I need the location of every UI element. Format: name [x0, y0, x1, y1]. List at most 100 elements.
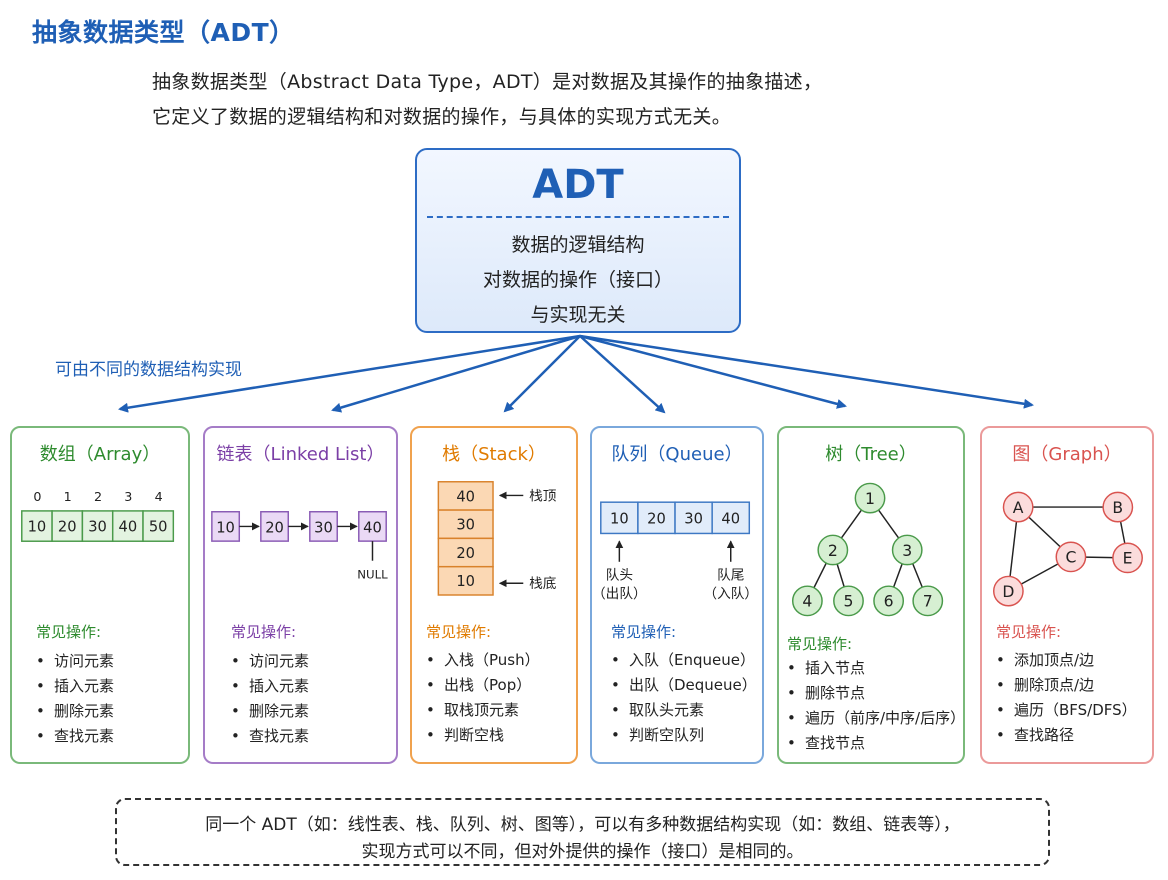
graph-node-a	[1002, 491, 1034, 523]
queue-tail-sublabel: （入队）	[703, 586, 758, 602]
op-queue-3: •判断空队列	[611, 726, 705, 744]
tree-node-label-3: 3	[902, 541, 912, 560]
list-node-1	[260, 511, 289, 542]
tree-node-label-5: 5	[844, 592, 854, 611]
card-array: 数组（Array） 0 1 2 3 4 10 20 30 40 50 常见操作:…	[10, 426, 190, 764]
queue-cell-3	[711, 501, 751, 535]
op-list-3: •查找元素	[231, 727, 310, 745]
queue-head-sublabel: （出队）	[592, 586, 647, 602]
op-tree-3: •查找节点	[787, 734, 866, 752]
array-index-4: 4	[155, 489, 163, 504]
op-queue-1: •出队（Dequeue）	[611, 676, 757, 694]
graph-node-label-c: C	[1065, 548, 1076, 567]
stack-top-label: 栈顶	[529, 488, 557, 504]
ops-title-queue: 常见操作:	[611, 623, 677, 641]
array-value-3: 40	[119, 518, 138, 535]
stack-cell-1	[437, 509, 494, 540]
queue-value-1: 20	[647, 511, 666, 528]
ops-title-linked-list: 常见操作:	[231, 623, 297, 641]
op-tree-0: •插入节点	[787, 659, 866, 677]
array-index-0: 0	[33, 489, 41, 504]
op-tree-2: •遍历（前序/中序/后序）	[787, 709, 966, 727]
graph-diagram: A B C D E	[992, 491, 1143, 607]
array-index-3: 3	[124, 489, 132, 504]
tree-diagram: 1 2 3 4 5 6 7	[791, 482, 944, 617]
list-node-value-2: 30	[314, 519, 333, 536]
tree-node-6	[873, 585, 905, 617]
tree-node-3	[891, 534, 923, 566]
queue-cell-1	[637, 501, 676, 535]
array-cell-3	[111, 510, 144, 542]
page-title: 抽象数据类型（ADT）	[32, 18, 295, 47]
tree-node-label-6: 6	[884, 592, 894, 611]
tree-node-2	[817, 534, 849, 566]
adt-concept-box: ADT 数据的逻辑结构 对数据的操作（接口） 与实现无关	[415, 148, 741, 333]
tree-node-7	[912, 585, 944, 617]
tree-node-4	[791, 585, 823, 617]
op-array-2: •删除元素	[36, 702, 115, 720]
card-graph: 图（Graph） A B C D E 常见操作: •添加顶点/边 •删除顶点/边…	[980, 426, 1154, 764]
tree-node-label-4: 4	[802, 592, 812, 611]
queue-value-3: 40	[721, 511, 740, 528]
op-list-1: •插入元素	[231, 677, 310, 695]
array-index-2: 2	[94, 489, 102, 504]
array-value-2: 30	[88, 518, 107, 535]
card-linked-list: 链表（Linked List） 10 20 30 40 NULL 常见操作: •…	[203, 426, 398, 764]
list-node-value-0: 10	[216, 519, 235, 536]
card-title-graph: 图（Graph）	[1012, 444, 1122, 465]
graph-node-label-a: A	[1013, 498, 1024, 517]
arrow-to-list	[331, 334, 581, 413]
ops-title-stack: 常见操作:	[426, 623, 492, 641]
list-node-value-1: 20	[265, 519, 284, 536]
tree-node-label-2: 2	[828, 541, 838, 560]
stack-value-0: 40	[456, 488, 475, 505]
card-title-tree: 树（Tree）	[825, 444, 917, 465]
array-value-1: 20	[58, 518, 77, 535]
op-stack-1: •出栈（Pop）	[426, 676, 532, 694]
list-node-value-3: 40	[363, 519, 382, 536]
graph-node-e	[1112, 542, 1143, 574]
card-title-array: 数组（Array）	[39, 444, 161, 465]
stack-bottom-label: 栈底	[529, 576, 557, 592]
ops-title-tree: 常见操作:	[787, 635, 853, 653]
adt-feature-logical-structure: 数据的逻辑结构	[511, 234, 645, 256]
card-stack: 栈（Stack） 40 30 20 10 栈顶 栈底 常见操作: •入栈（Pu	[410, 426, 578, 764]
op-stack-2: •取栈顶元素	[426, 701, 520, 719]
card-title-queue: 队列（Queue）	[611, 444, 743, 465]
arrow-to-stack	[503, 335, 581, 413]
graph-node-label-e: E	[1123, 549, 1133, 568]
arrow-to-tree	[579, 334, 847, 409]
op-array-0: •访问元素	[36, 652, 115, 670]
graph-node-b	[1102, 491, 1134, 523]
summary-note-line-1: 同一个 ADT（如：线性表、栈、队列、树、图等），可以有多种数据结构实现（如：数…	[205, 815, 960, 835]
op-list-0: •访问元素	[231, 652, 310, 670]
adt-feature-operations: 对数据的操作（接口）	[482, 269, 673, 291]
intro-line-2: 它定义了数据的逻辑结构和对数据的操作，与具体的实现方式无关。	[152, 106, 732, 128]
graph-node-d	[992, 575, 1024, 607]
stack-value-3: 10	[456, 573, 475, 590]
graph-node-c	[1055, 541, 1087, 573]
op-queue-2: •取队头元素	[611, 701, 705, 719]
op-array-1: •插入元素	[36, 677, 115, 695]
stack-value-2: 20	[456, 545, 475, 562]
summary-note-line-2: 实现方式可以不同，但对外提供的操作（接口）是相同的。	[361, 842, 804, 862]
array-diagram: 0 1 2 3 4 10 20 30 40 50	[21, 489, 175, 542]
array-index-1: 1	[64, 489, 72, 504]
adt-feature-implementation-independent: 与实现无关	[530, 304, 626, 326]
op-list-2: •删除元素	[231, 702, 310, 720]
adt-title: ADT	[532, 162, 624, 208]
arrow-to-graph	[579, 334, 1034, 409]
card-tree: 树（Tree） 1 2 3 4 5 6 7 常见操作:	[777, 426, 965, 764]
queue-cell-0	[600, 501, 639, 535]
queue-tail-label: 队尾	[717, 567, 744, 583]
op-queue-0: •入队（Enqueue）	[611, 651, 755, 669]
op-graph-3: •查找路径	[996, 726, 1075, 744]
array-cell-4	[142, 510, 175, 542]
op-stack-3: •判断空栈	[426, 726, 505, 744]
stack-cell-2	[437, 537, 494, 568]
arrow-to-queue	[579, 335, 666, 414]
array-value-0: 10	[28, 518, 47, 535]
queue-value-2: 30	[684, 511, 703, 528]
graph-node-label-d: D	[1002, 582, 1014, 601]
